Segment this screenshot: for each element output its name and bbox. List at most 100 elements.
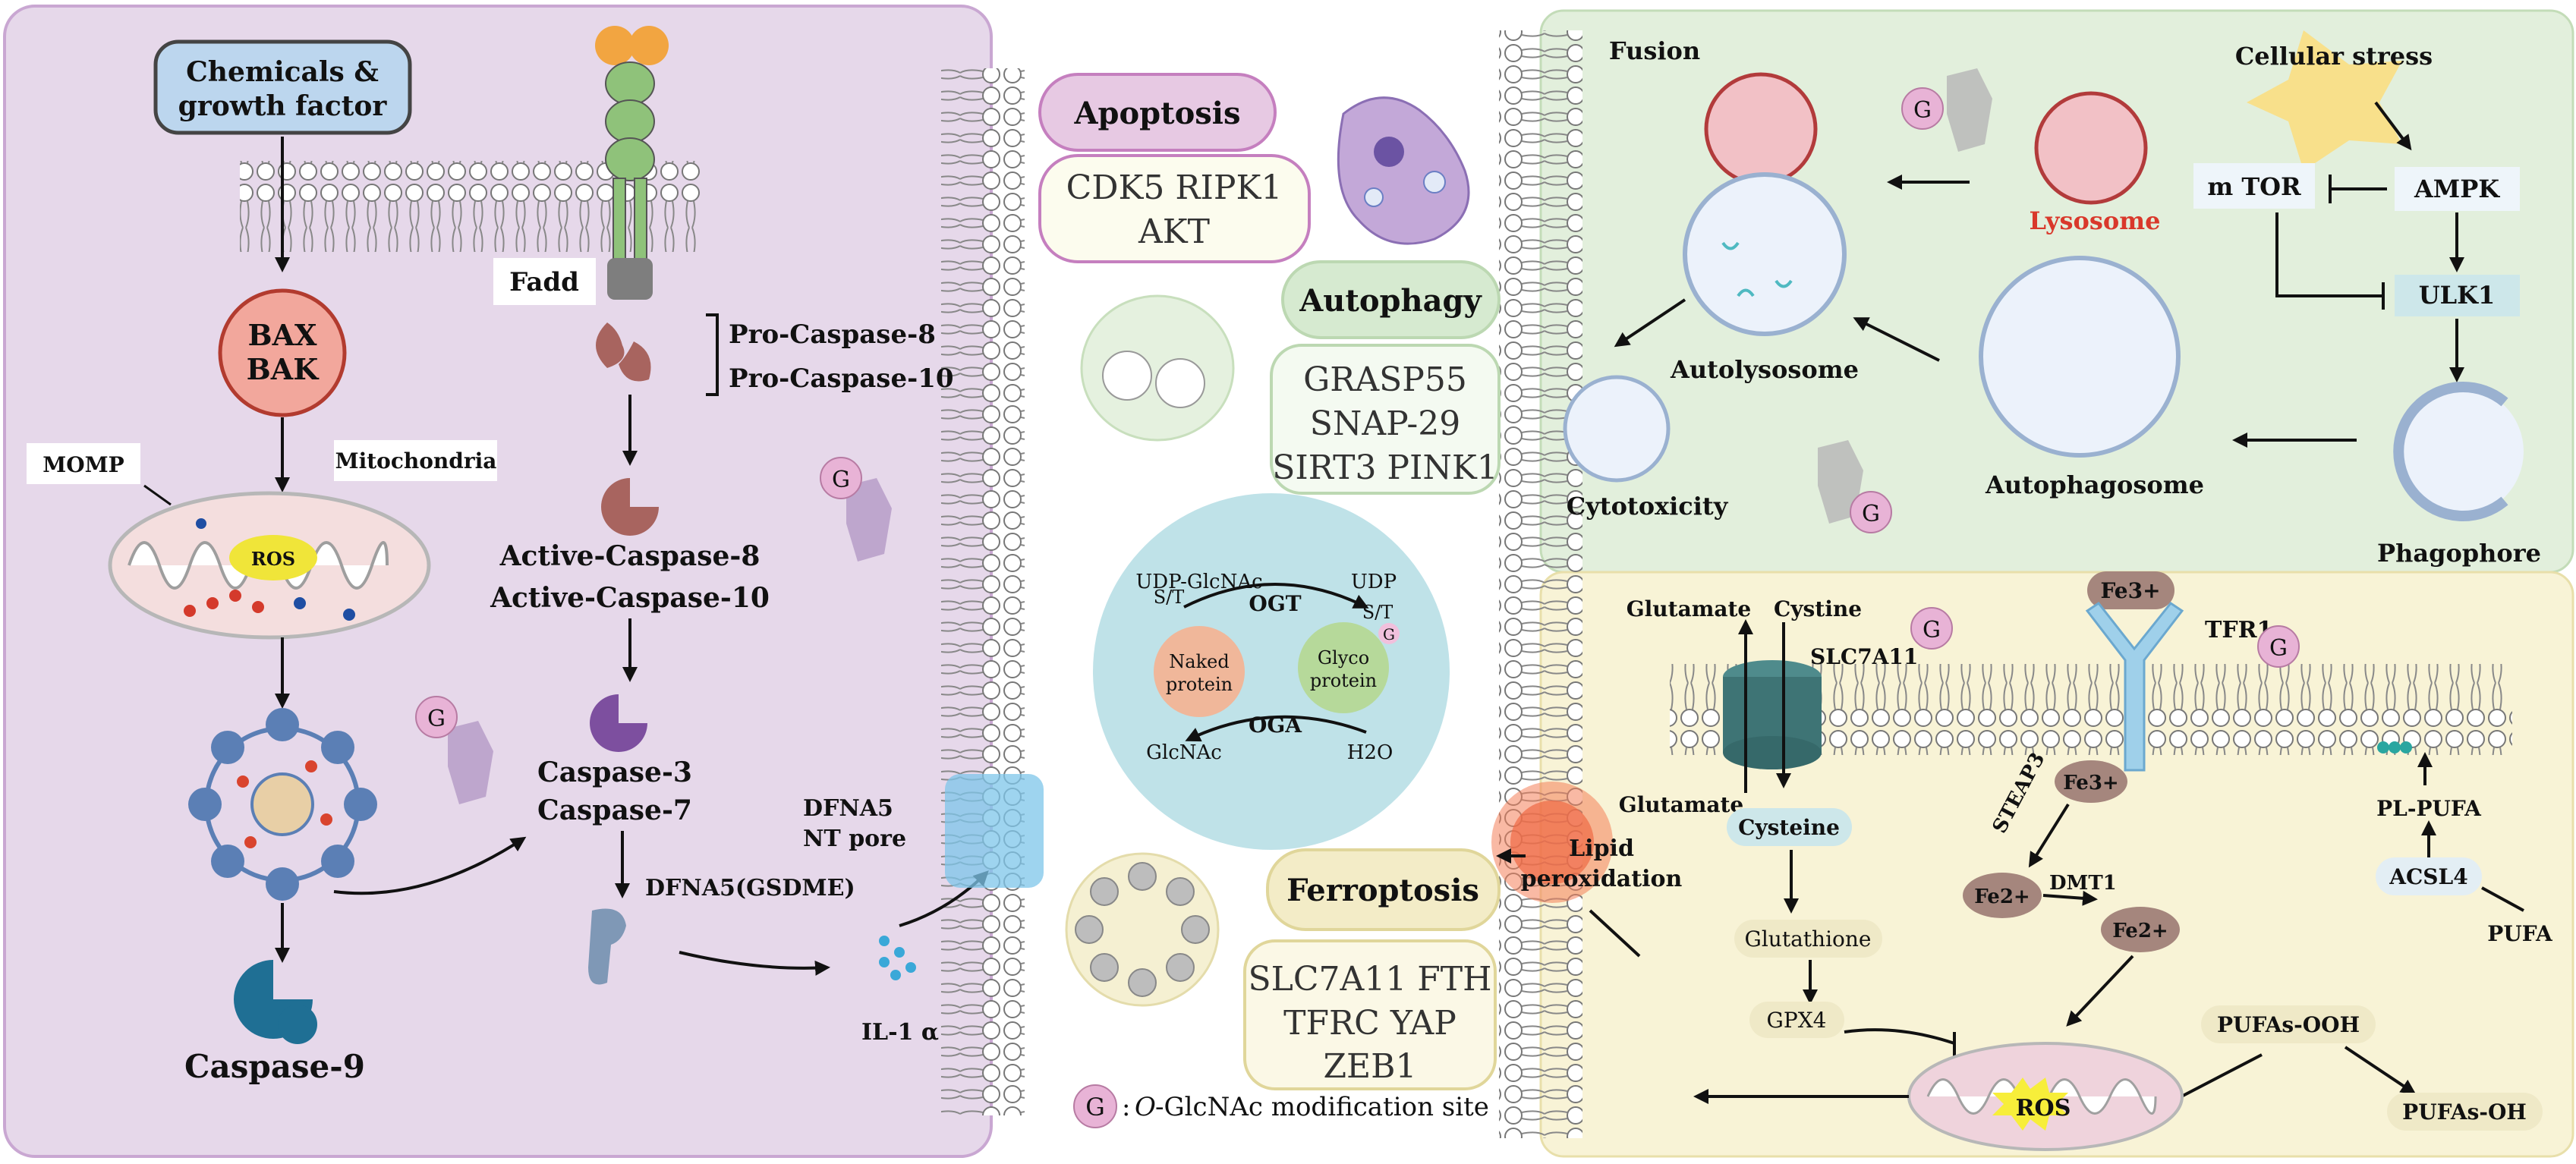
- chemicals-label: Chemicals &: [186, 56, 379, 88]
- cytotoxicity-label: Cytotoxicity: [1567, 492, 1729, 521]
- ulk1-box: [2395, 275, 2520, 316]
- ampk-box: [2395, 167, 2520, 211]
- cellular-stress-star: [2247, 30, 2402, 171]
- fusion-label: Fusion: [1609, 36, 1700, 65]
- ferroptosis-mitochondrion: [1907, 1042, 2184, 1151]
- il1a-dots: [879, 936, 916, 980]
- g-label-auto-2: G: [1862, 501, 1880, 527]
- ogt-arrow: [1183, 583, 1369, 609]
- g-marker-apop-1: G: [820, 457, 892, 562]
- apoptosis-genes-box: CDK5 RIPK1 AKT: [1038, 154, 1311, 263]
- legend-text: -GlcNAc modification site: [1155, 1092, 1489, 1122]
- apoptosis-genes-1: CDK5 RIPK1: [1066, 168, 1283, 207]
- right-vertical-membrane: [1499, 30, 1582, 1138]
- legend-g: G: [1085, 1093, 1105, 1122]
- g-label-ferro-1: G: [1923, 617, 1941, 643]
- cycle-st-left: S/T: [1154, 587, 1185, 608]
- phagophore-label: Phagophore: [2377, 539, 2541, 568]
- pro-caspase10-label: Pro-Caspase-10: [729, 363, 954, 394]
- glcnac-cycle-bg: [1093, 493, 1450, 850]
- g-label-ferro-2: G: [2269, 635, 2288, 662]
- fe3-top-node: Fe3+: [2087, 571, 2174, 609]
- pro-caspase-bracket: [706, 313, 719, 396]
- gsdme-shape: [588, 908, 626, 985]
- cycle-udp-glcnac: UDP-GlcNAc: [1135, 571, 1262, 593]
- glyco-g-label: G: [1383, 625, 1395, 643]
- glyco-protein-circle: [1298, 622, 1389, 713]
- center-ferroptosis-title: Ferroptosis: [1286, 873, 1479, 908]
- arrow-to-lipid-perox: [1589, 909, 1641, 958]
- autolysosome-shape: [1683, 172, 1847, 336]
- ferroptosis-genes-box: SLC7A11 FTH TFRC YAP ZEB1: [1243, 939, 1497, 1090]
- gpx4-label: GPX4: [1767, 1008, 1827, 1033]
- cycle-st-right: S/T: [1362, 602, 1393, 623]
- caspase9-shape: [234, 960, 317, 1044]
- mtor-box: [2193, 163, 2315, 209]
- arrow-fe3-to-fe2: [2028, 803, 2070, 868]
- pro-caspase8-label: Pro-Caspase-8: [729, 319, 936, 350]
- il1a-label: IL-1 α: [861, 1019, 939, 1046]
- gpx4-inhibits-ros: [1844, 1028, 1955, 1045]
- cycle-glcnac: GlcNAc: [1146, 741, 1222, 764]
- pufas-ooh-label: PUFAs-OOH: [2217, 1012, 2360, 1037]
- apoptotic-cell-icon: [1337, 96, 1470, 245]
- g-marker-ferro-2: G: [2257, 625, 2300, 668]
- arrow-gsdme-to-il1a: [679, 951, 830, 976]
- apoptosis-title-pill: Apoptosis: [1038, 73, 1277, 152]
- phagophore-shape: [2393, 382, 2524, 521]
- dfna5-pore-label-1: DFNA5: [803, 795, 893, 822]
- chemicals-label-2: growth factor: [178, 90, 388, 122]
- autolysosome-label: Autolysosome: [1670, 355, 1859, 384]
- legend-colon: :: [1122, 1092, 1130, 1122]
- mtor-inhibits-ulk1: [2275, 212, 2383, 297]
- autophagy-genes-3: SIRT3 PINK1: [1272, 448, 1498, 487]
- g-marker-auto-1: G: [1901, 68, 1992, 152]
- dfna5-gsdme-label: DFNA5(GSDME): [645, 875, 855, 901]
- legend: G : O -GlcNAc modification site: [1073, 1084, 1489, 1128]
- g-marker-auto-2: G: [1818, 440, 1892, 533]
- caspase9-label: Caspase-9: [184, 1048, 365, 1085]
- lipid-label-2: peroxidation: [1521, 866, 1683, 892]
- arrow-autolysosome-to-cytotox: [1614, 298, 1686, 348]
- pufas-ooh-node: PUFAs-OOH: [2201, 1005, 2376, 1043]
- acsl4-label: ACSL4: [2389, 864, 2467, 889]
- active-caspase-shape: [601, 478, 659, 536]
- ferro-genes-3: ZEB1: [1323, 1047, 1416, 1086]
- fadd-box: [493, 258, 596, 305]
- cycle-glyco-2: protein: [1310, 670, 1377, 691]
- center-apoptosis-title: Apoptosis: [1073, 96, 1240, 131]
- cycle-naked-1: Naked: [1169, 651, 1229, 672]
- pufa-label: PUFA: [2487, 921, 2553, 946]
- fe3-inner-node: Fe3+: [2055, 760, 2127, 803]
- ferro-genes-2: TFRC YAP: [1283, 1004, 1456, 1043]
- cycle-oga: OGA: [1249, 713, 1302, 738]
- gpx4-node: GPX4: [1749, 1002, 1844, 1038]
- autolysosome-contents: [1721, 241, 1793, 297]
- dmt1-label: DMT1: [2049, 872, 2117, 895]
- slc7a11-transporter: [1723, 660, 1822, 769]
- bax-label: BAX: [247, 318, 317, 352]
- g-label-apop-2: G: [427, 706, 446, 732]
- fe2-right-node: Fe2+: [2101, 907, 2180, 952]
- slc7a11-label: SLC7A11: [1810, 644, 1918, 669]
- ulk1-label: ULK1: [2419, 281, 2495, 310]
- autophagy-genes-1: GRASP55: [1303, 360, 1467, 399]
- left-vertical-membrane: [941, 68, 1025, 1115]
- mitochondria-label: Mitochondria: [335, 448, 497, 473]
- pufas-oh-node: PUFAs-OH: [2387, 1093, 2543, 1131]
- pufa-lipid-heads: [2377, 741, 2412, 753]
- caspase3-shape: [590, 694, 647, 752]
- fusion-lysosome: [1704, 72, 1818, 186]
- ferro-genes-1: SLC7A11 FTH: [1248, 960, 1491, 999]
- autophagy-cell-icon: [1080, 294, 1235, 442]
- autophagy-title-pill: Autophagy: [1281, 260, 1501, 339]
- fe3-top-label: Fe3+: [2100, 578, 2160, 603]
- arrow-dmt1: [2042, 890, 2098, 906]
- lysosome-label: Lysosome: [2030, 206, 2161, 235]
- apoptosis-genes-2: AKT: [1138, 212, 1210, 251]
- ros-label-ferroptosis: ROS: [2016, 1095, 2071, 1122]
- bak-label: BAK: [247, 352, 320, 386]
- ferroptosis-cell-icon: [1065, 852, 1220, 1007]
- tfr1-receptor: [2085, 601, 2184, 772]
